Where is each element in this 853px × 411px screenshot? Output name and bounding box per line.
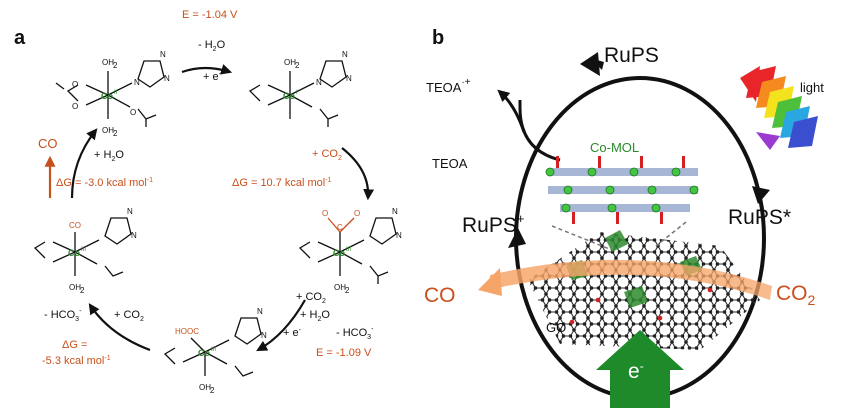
arrow-step4 — [88, 303, 151, 352]
electron-label: e- — [628, 359, 644, 383]
svg-text:- HCO3-: - HCO3- — [44, 308, 82, 323]
svg-text:Co: Co — [283, 91, 295, 101]
co-product-label: CO — [38, 136, 58, 151]
step4-dg-b: -5.3 kcal mol-1 — [42, 355, 111, 367]
svg-text:N: N — [127, 207, 133, 216]
co-mol-label: Co-MOL — [590, 140, 639, 155]
step3-energy: E = -1.09 V — [316, 347, 372, 359]
svg-text:N: N — [164, 74, 170, 83]
svg-text:N: N — [342, 50, 348, 59]
electron-arrow — [596, 330, 684, 408]
band-arrowhead — [478, 268, 502, 296]
svg-text:N: N — [346, 74, 352, 83]
arrow-step1 — [181, 64, 233, 75]
svg-text:+ CO2: + CO2 — [312, 148, 342, 162]
arrow-step3 — [256, 299, 306, 352]
svg-text:- H2O: - H2O — [198, 39, 226, 53]
svg-text:+ CO2: + CO2 — [114, 309, 144, 323]
svg-text:O: O — [354, 209, 360, 218]
structure-co-ii-diaqua: O O O N N N OH 2 OH 2 Co II — [55, 50, 170, 138]
svg-text:+ H2O: + H2O — [94, 149, 124, 163]
co2-label: CO2 — [776, 282, 816, 308]
co-atom: Co — [68, 248, 80, 258]
svg-text:OH: OH — [102, 126, 114, 135]
svg-text:+ CO2: + CO2 — [296, 291, 326, 305]
co-iii-ox: III — [346, 247, 351, 253]
svg-text:N: N — [261, 331, 267, 340]
svg-text:2: 2 — [113, 61, 118, 70]
svg-text:2: 2 — [113, 129, 118, 138]
co2-reduction-band — [488, 259, 772, 300]
svg-text:+ e-: + e- — [283, 327, 302, 339]
cooh-label: HOOC — [175, 327, 199, 336]
rups-plus-label: RuPS+ — [462, 211, 524, 237]
teoa-ox-label: TEOA·+ — [426, 77, 471, 95]
svg-text:2: 2 — [295, 61, 300, 70]
svg-text:- HCO3-: - HCO3- — [336, 326, 374, 341]
structure-co-iii-co: CO N N OH 2 Co III — [33, 207, 137, 295]
svg-text:N: N — [392, 207, 398, 216]
svg-text:+ e-: + e- — [203, 71, 222, 83]
teoa-label: TEOA — [432, 156, 468, 171]
cycle-arrowhead-top — [580, 52, 600, 76]
rups-star-label: RuPS* — [728, 206, 791, 229]
svg-text:N: N — [257, 307, 263, 316]
go-label: GO — [546, 320, 566, 335]
svg-text:2: 2 — [210, 386, 215, 395]
co-label: CO — [424, 284, 456, 307]
svg-text:Co: Co — [198, 348, 210, 358]
oh2-label: OH — [102, 58, 114, 67]
svg-text:N: N — [396, 231, 402, 240]
svg-text:2: 2 — [345, 286, 350, 295]
svg-text:III: III — [211, 347, 216, 353]
cycle-arrowhead-left — [508, 228, 526, 248]
co-ligand-label: CO — [69, 221, 81, 230]
rups-label: RuPS — [604, 44, 659, 67]
panel-a-label: a — [14, 27, 26, 49]
svg-text:N: N — [160, 50, 166, 59]
svg-text:Co: Co — [101, 91, 113, 101]
svg-text:OH: OH — [69, 283, 81, 292]
arrow-step5 — [70, 128, 98, 199]
svg-text:+ H2O: + H2O — [300, 309, 330, 323]
svg-text:C: C — [337, 223, 343, 232]
svg-text:O: O — [322, 209, 328, 218]
svg-text:O: O — [130, 108, 136, 117]
step1-energy: E = -1.04 V — [182, 9, 238, 21]
co-mol-structure — [545, 156, 699, 224]
co-i-ox: I — [296, 90, 298, 96]
svg-text:N: N — [131, 231, 137, 240]
svg-text:III: III — [81, 247, 86, 253]
light-label: light — [800, 80, 824, 95]
light-rays-icon — [740, 66, 818, 150]
svg-text:OH: OH — [199, 383, 211, 392]
svg-text:O: O — [72, 102, 78, 111]
svg-text:O: O — [72, 80, 78, 89]
svg-text:2: 2 — [80, 286, 85, 295]
dashed-connector-left — [551, 225, 613, 251]
cycle-arrowhead-right — [752, 186, 770, 204]
svg-text:II: II — [114, 90, 118, 96]
step4-dg-a: ΔG = — [62, 339, 87, 351]
arrow-step2 — [341, 147, 375, 201]
panel-b-label: b — [432, 27, 444, 49]
svg-text:OH: OH — [334, 283, 346, 292]
svg-text:N: N — [134, 78, 140, 87]
structure-co-iii-cooh: HOOC N N OH 2 Co III — [163, 307, 267, 395]
svg-text:OH: OH — [284, 58, 296, 67]
svg-text:N: N — [316, 78, 322, 87]
svg-text:Co: Co — [333, 248, 345, 258]
teoa-arrow — [497, 89, 526, 133]
structure-co-iii-co2: O O C N N OH 2 Co III — [298, 207, 402, 295]
step2-dg: ΔG = 10.7 kcal mol-1 — [232, 177, 332, 189]
step5-dg: ΔG = -3.0 kcal mol-1 — [56, 177, 153, 189]
structure-co-i: N N N OH 2 Co I — [248, 50, 352, 127]
